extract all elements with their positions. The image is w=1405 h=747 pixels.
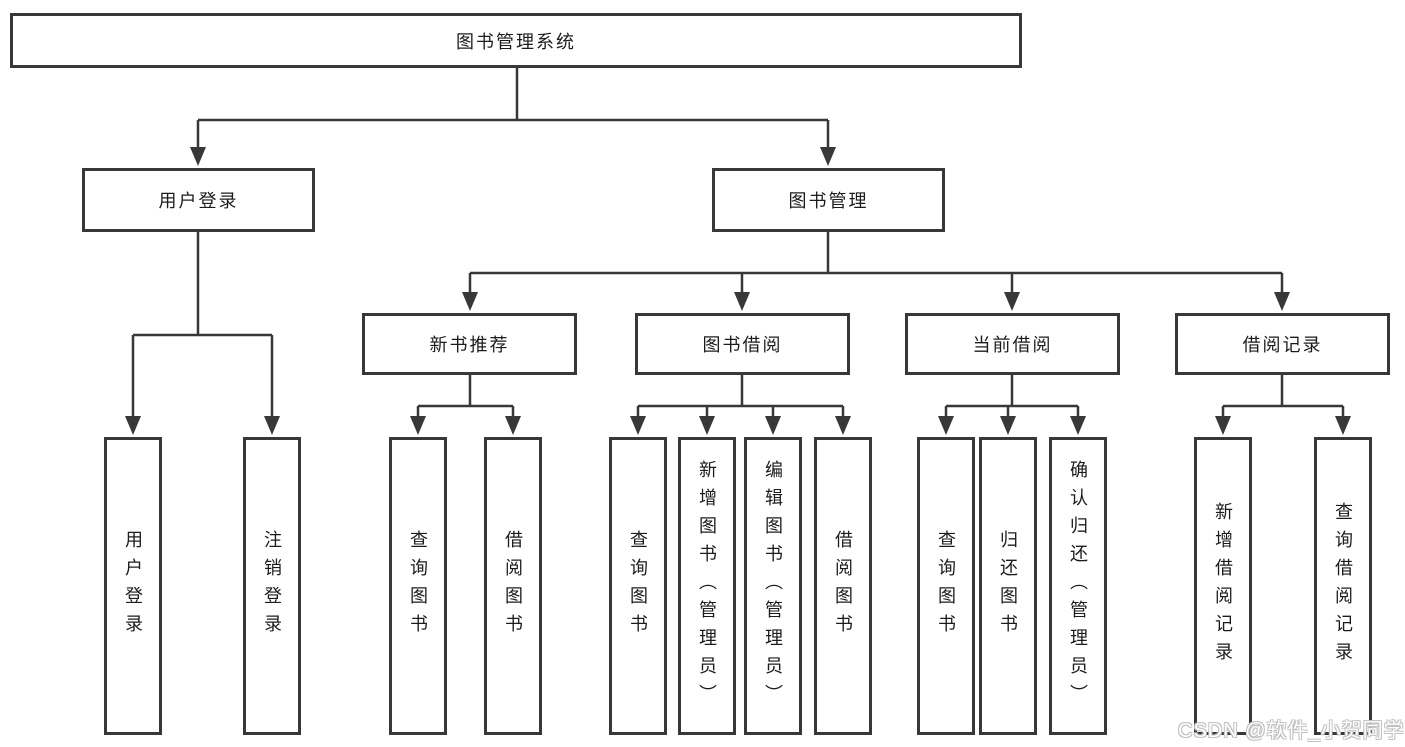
arrowhead-icon [699, 416, 715, 435]
arrowhead-icon [938, 416, 954, 435]
node-label: 图书借阅 [702, 335, 783, 355]
node-label: 查询图书 [408, 530, 428, 642]
arrowhead-icon [410, 416, 426, 435]
arrowhead-icon [1000, 416, 1016, 435]
arrowhead-icon [1274, 292, 1290, 311]
arrowhead-icon [734, 292, 750, 311]
node-label: 归还图书 [998, 530, 1018, 642]
node-label: 查询图书 [628, 530, 648, 642]
leaf-return-books: 归还图书 [979, 437, 1037, 735]
node-label: 编辑图书（管理员） [763, 460, 783, 712]
arrowhead-icon [820, 147, 836, 166]
node-book-borrowing: 图书借阅 [635, 313, 850, 375]
arrowhead-icon [765, 416, 781, 435]
node-new-book-recommend: 新书推荐 [362, 313, 577, 375]
node-user-login-branch: 用户登录 [82, 168, 315, 232]
arrowhead-icon [630, 416, 646, 435]
node-label: 用户登录 [158, 191, 239, 211]
node-root: 图书管理系统 [10, 13, 1022, 68]
node-current-borrowing: 当前借阅 [905, 313, 1120, 375]
leaf-user-login: 用户登录 [104, 437, 162, 735]
leaf-add-borrow-record: 新增借阅记录 [1194, 437, 1252, 735]
arrowhead-icon [505, 416, 521, 435]
arrowheads [125, 147, 1351, 435]
node-label: 新增借阅记录 [1213, 502, 1233, 670]
node-label: 新增图书（管理员） [697, 460, 717, 712]
arrowhead-icon [190, 147, 206, 166]
leaf-query-books-borrowing: 查询图书 [609, 437, 667, 735]
node-label: 确认归还（管理员） [1068, 460, 1088, 712]
arrowhead-icon [125, 416, 141, 435]
node-label: 图书管理系统 [456, 31, 576, 52]
leaf-borrow-books-recommend: 借阅图书 [484, 437, 542, 735]
leaf-borrow-books: 借阅图书 [814, 437, 872, 735]
leaf-add-books-admin: 新增图书（管理员） [678, 437, 736, 735]
node-label: 查询图书 [936, 530, 956, 642]
leaf-edit-books-admin: 编辑图书（管理员） [744, 437, 802, 735]
node-book-management: 图书管理 [712, 168, 945, 232]
arrowhead-icon [835, 416, 851, 435]
node-label: 借阅记录 [1242, 335, 1323, 355]
node-borrowing-records: 借阅记录 [1175, 313, 1390, 375]
arrowhead-icon [1335, 416, 1351, 435]
leaf-query-borrow-record: 查询借阅记录 [1314, 437, 1372, 735]
connector-path [131, 68, 1345, 418]
node-label: 用户登录 [123, 530, 143, 642]
arrowhead-icon [1004, 292, 1020, 311]
node-label: 借阅图书 [503, 530, 523, 642]
leaf-confirm-return-admin: 确认归还（管理员） [1049, 437, 1107, 735]
node-label: 查询借阅记录 [1333, 502, 1353, 670]
node-label: 注销登录 [262, 530, 282, 642]
node-label: 新书推荐 [429, 335, 510, 355]
node-label: 图书管理 [788, 191, 869, 211]
arrowhead-icon [1215, 416, 1231, 435]
leaf-logout: 注销登录 [243, 437, 301, 735]
node-label: 借阅图书 [833, 530, 853, 642]
leaf-query-books-recommend: 查询图书 [389, 437, 447, 735]
watermark: CSDN @软件_小贺同学 [1178, 720, 1405, 742]
node-label: 当前借阅 [972, 335, 1053, 355]
arrowhead-icon [264, 416, 280, 435]
leaf-query-books-current: 查询图书 [917, 437, 975, 735]
arrowhead-icon [462, 292, 478, 311]
arrowhead-icon [1070, 416, 1086, 435]
